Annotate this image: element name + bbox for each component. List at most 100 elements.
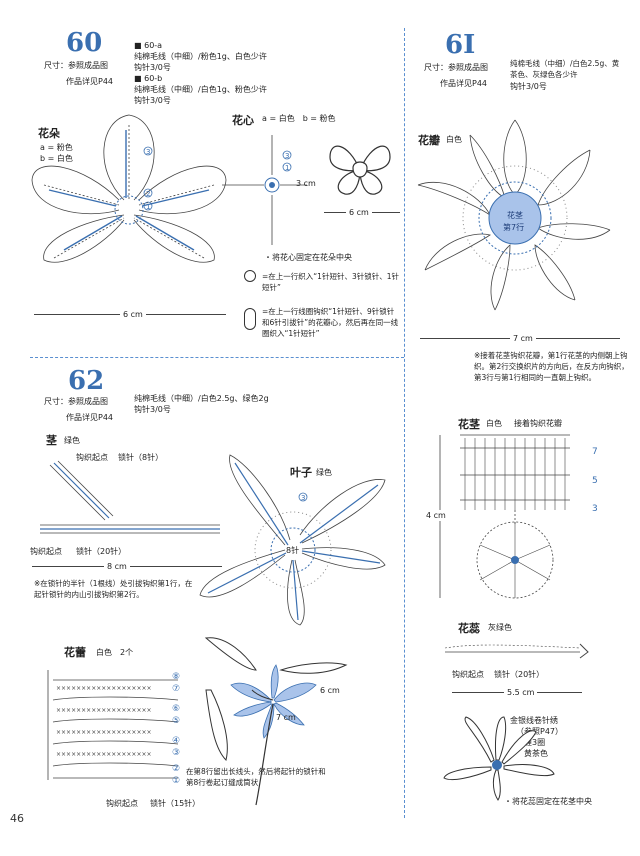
p62-bud-row-5: ⑤ (172, 716, 181, 726)
p62-bud-start: 钩织起点 (106, 799, 138, 808)
p62-hook: 钩针3/0号 (134, 405, 171, 414)
p62-bud-row-4: ④ (172, 736, 181, 746)
p60-flower-b: b = 白色 (40, 154, 73, 163)
p60-flower-a: a = 粉色 (40, 143, 73, 152)
p61-ref: 作品详见P44 (440, 79, 488, 88)
page-number: 46 (10, 812, 24, 825)
p61-stem-color: 白色 (486, 419, 502, 428)
petal-right (138, 165, 227, 215)
p60-ref: 作品详见P44 (66, 77, 114, 86)
p61-dim-7cm: 7 cm (510, 333, 536, 344)
p60-dim-3cm: 3 cm (296, 179, 316, 188)
svg-text:×××××××××××××××××××: ××××××××××××××××××× (56, 751, 152, 758)
p60-size: 尺寸：参照成品图 (44, 61, 108, 70)
p61-row-7: 7 (592, 447, 598, 457)
horizontal-divider (30, 357, 404, 358)
p62-leaf-center: 8针 (286, 546, 300, 555)
p62-stem-chain: 锁针（20针） (76, 547, 127, 556)
svg-text:1: 1 (285, 164, 289, 172)
p62-bud-row-1: ① (172, 776, 181, 786)
petal-bottom-right (133, 214, 215, 263)
p61-chain-count: 锁针（20针） (494, 670, 545, 679)
p62-bud-diagram: ××××××××××××××××××× ××××××××××××××××××× … (47, 670, 179, 780)
svg-text:3: 3 (285, 152, 289, 160)
pattern-number-60: 60 (66, 28, 103, 58)
svg-text:3: 3 (146, 148, 150, 156)
p62-stem-color: 绿色 (64, 436, 80, 445)
p62-flower-image (204, 637, 348, 806)
symbol-petal-core-icon (244, 308, 256, 330)
p60-heart-colors: a = 白色 b = 粉色 (262, 114, 336, 123)
p62-bud-row-6: ⑥ (172, 704, 181, 714)
svg-text:3: 3 (301, 494, 305, 502)
p62-bud-label: 花蕾 (64, 646, 86, 659)
petal-bottom-left (43, 214, 125, 263)
p60-var-b: ■ 60-b (134, 74, 163, 83)
p61-stamen-image (443, 716, 555, 801)
p60-dim-6cm: 6 cm (120, 309, 146, 320)
p60-heart-diagram: 3 1 (222, 135, 307, 245)
p60-orchid-image (329, 145, 391, 195)
p62-stem-chain-top: 锁针（8针） (118, 453, 164, 462)
p61-center-text: 花茎 (507, 211, 523, 220)
p61-wrap-note-3: 缠3圈 (524, 738, 546, 747)
p60-heart-label: 花心 (232, 114, 254, 127)
p62-stem-note: ※在锁针的半针（1根线）处引拔钩织第1行，在起针锁针的内山引拔钩织第2行。 (34, 579, 193, 599)
p60-var-b-yarn: 纯棉毛线（中细）/白色1g、粉色少许 (134, 85, 267, 94)
p61-fix-note: ・将花蕊固定在花茎中央 (504, 797, 592, 806)
p60-var-a-yarn: 纯棉毛线（中细）/粉色1g、白色少许 (134, 52, 267, 61)
p61-row-5: 5 (592, 476, 598, 486)
p62-stem-start: 钩织起点 (30, 547, 62, 556)
p62-leaf-color: 绿色 (316, 468, 332, 477)
p62-bud-count: 2个 (120, 648, 134, 657)
p61-stamen-color: 灰绿色 (488, 623, 512, 632)
p62-bud-color: 白色 (96, 648, 112, 657)
pattern-number-61: 6I (445, 30, 476, 60)
p61-row-3: 3 (592, 504, 598, 514)
p61-stem-note: 接着钩织花瓣 (514, 419, 562, 428)
svg-text:×××××××××××××××××××: ××××××××××××××××××× (56, 685, 152, 692)
pattern-number-62: 62 (68, 366, 105, 396)
p61-wrap-note-4: 黄茶色 (524, 749, 548, 758)
symbol-short-chain-icon (244, 270, 256, 282)
p61-petal-color: 白色 (446, 135, 462, 144)
p60-note-center: ・将花心固定在花朵中央 (264, 253, 352, 262)
p60-note-1: =在上一行织入“1针短针、3针锁针、1针短针” (262, 272, 399, 292)
p61-chain-start: 钩织起点 (452, 670, 484, 679)
p61-stamen-label: 花蕊 (458, 622, 480, 635)
svg-text:2: 2 (146, 190, 150, 198)
p62-stem-diagram (40, 460, 220, 534)
p62-size: 尺寸：参照成品图 (44, 397, 108, 406)
p62-dim-7cm: 7 cm (276, 713, 296, 722)
p61-petal-diagram (417, 119, 611, 311)
p61-hook: 钩针3/0号 (510, 82, 547, 91)
p62-stem-label: 茎 (46, 434, 57, 447)
petal-top (103, 114, 155, 201)
p62-leaf-diagram: 3 (199, 454, 386, 626)
p60-var-a-hook: 钩针3/0号 (134, 63, 171, 72)
p61-dim-55cm: 5.5 cm (504, 687, 538, 698)
p62-stem-start-top: 钩织起点 (76, 453, 108, 462)
p61-dim-4cm: 4 cm (426, 510, 446, 521)
svg-text:×××××××××××××××××××: ××××××××××××××××××× (56, 729, 152, 736)
p62-bud-row-8: ⑧ (172, 672, 181, 682)
p61-stem-diagram (439, 434, 570, 599)
p62-bud-note: 在第8行留出长线头，然后将起针的锁针和第8行卷起订缝成筒状 (186, 767, 326, 787)
p62-bud-row-2: ② (172, 764, 181, 774)
p62-dim-8cm: 8 cm (104, 561, 130, 572)
p62-bud-row-7: ⑦ (172, 684, 181, 694)
p60-var-a: ■ 60-a (134, 41, 163, 50)
p61-size: 尺寸：参照成品图 (424, 63, 488, 72)
p61-petal-label: 花瓣 (418, 134, 440, 147)
p62-yarn: 纯棉毛线（中细）/白色2.5g、绿色2g (134, 394, 269, 403)
p62-bud-chain: 锁针（15针） (150, 799, 201, 808)
p62-bud-row-3: ③ (172, 748, 181, 758)
p62-leaf-label: 叶子 (290, 466, 312, 479)
p61-wrap-note-1: 金银线卷针绣 (510, 716, 558, 725)
p61-yarn: 纯棉毛线（中细）/白色2.5g、黄茶色、灰绿色各少许 (510, 59, 620, 79)
svg-text:×××××××××××××××××××: ××××××××××××××××××× (56, 707, 152, 714)
p62-dim-6cm: 6 cm (320, 686, 340, 695)
petal-left (31, 165, 120, 215)
p61-stem-label: 花茎 (458, 418, 480, 431)
p61-stamen-diagram (444, 643, 589, 659)
